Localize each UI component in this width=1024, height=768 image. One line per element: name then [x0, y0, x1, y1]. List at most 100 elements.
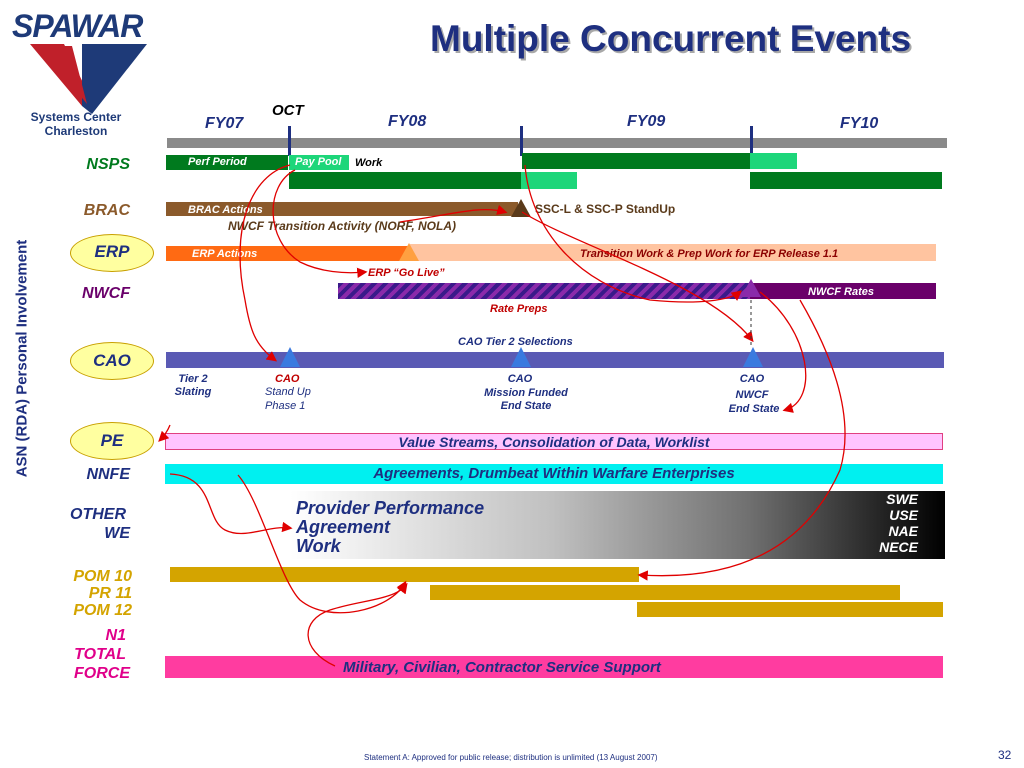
- brac-standup-triangle-icon: [511, 199, 531, 217]
- ppa-label-2: Agreement: [296, 517, 391, 537]
- row-label-pe: PE: [100, 431, 124, 450]
- nsps-perf-period-bar: [166, 155, 288, 170]
- nwcf-rates-triangle-icon: [741, 279, 761, 297]
- tick-oct-fy09: [520, 126, 523, 156]
- cao-mission-label-2: Mission Funded: [484, 387, 568, 399]
- row-label-nwcf: NWCF: [82, 285, 130, 302]
- erp-actions-bar: [166, 246, 410, 261]
- arrow-cao-to-pom10: [637, 299, 846, 581]
- row-label-other: OTHER: [70, 506, 126, 523]
- cao-tier2-selections-label: CAO Tier 2 Selections: [458, 336, 573, 348]
- swe-label: SWE: [886, 491, 918, 507]
- fy08-label: FY08: [388, 113, 427, 130]
- tier2-slating-label-2: Slating: [174, 386, 212, 398]
- nwcf-rate-preps-bar: [338, 283, 750, 299]
- nae-label: NAE: [888, 523, 918, 539]
- logo-wordmark: SPAWAR: [12, 8, 143, 44]
- spawar-chevron-icon: [30, 44, 147, 114]
- agreements-bar: [165, 464, 943, 484]
- arrow-nsps-to-nwcf-rates: [524, 164, 743, 303]
- row-label-nsps: NSPS: [86, 156, 130, 173]
- nwcf-transition-label: NWCF Transition Activity (NORF, NOLA): [228, 219, 456, 233]
- row-label-n1: N1: [105, 627, 126, 644]
- arrow-nwcf-rates-to-cao: [759, 291, 807, 413]
- mcs-support-bar: [165, 656, 943, 678]
- use-label: USE: [889, 507, 918, 523]
- pr11-bar: [430, 585, 900, 600]
- pay-pool-label: Pay Pool: [295, 156, 342, 168]
- nwcf-rates-label: NWCF Rates: [808, 286, 875, 298]
- arrow-nsps-to-go-live: [272, 169, 368, 278]
- page-number: 32: [998, 748, 1012, 762]
- nsps-row2-bar-a: [289, 172, 521, 189]
- tick-oct-fy08: [288, 126, 291, 156]
- logo-sub2: Charleston: [44, 124, 108, 138]
- rate-preps-label: Rate Preps: [490, 303, 548, 315]
- cao-nwcf-triangle-icon: [743, 347, 763, 367]
- spawar-logo: SPAWAR Systems Center Charleston: [12, 6, 162, 138]
- tick-oct-fy10: [750, 126, 753, 156]
- arrow-nwcf-transition-to-brac: [399, 204, 508, 223]
- nsps-row2-bar-c: [750, 172, 942, 189]
- pom12-bar: [637, 602, 943, 617]
- nsps-fy09-bar: [522, 153, 750, 169]
- nsps-pay-pool-bar: [289, 155, 349, 170]
- row-label-brac: BRAC: [83, 202, 130, 219]
- arrow-pe-to-value-streams: [158, 424, 171, 442]
- brac-actions-bar: [166, 202, 518, 216]
- row-label-nnfe: NNFE: [86, 466, 130, 483]
- timeline-bar: [167, 138, 947, 148]
- arrow-nsps-to-cao-standup: [239, 164, 291, 362]
- fy10-label: FY10: [840, 115, 879, 132]
- mcs-support-label: Military, Civilian, Contractor Service S…: [343, 659, 661, 676]
- erp-highlight-oval: [70, 234, 154, 272]
- arrow-force-to-pr11: [307, 582, 408, 667]
- tier2-slating-label-1: Tier 2: [178, 373, 208, 385]
- oct-label: OCT: [272, 102, 304, 119]
- erp-actions-label: ERP Actions: [192, 248, 258, 260]
- row-label-cao: CAO: [93, 351, 131, 370]
- brac-actions-label: BRAC Actions: [188, 204, 263, 216]
- nsps-row2-bar-b: [521, 172, 577, 189]
- cao-highlight-oval: [70, 342, 154, 380]
- row-label-pom10: POM 10: [73, 568, 132, 585]
- cao-nwcf-label-3: End State: [728, 403, 780, 415]
- row-label-we: WE: [104, 525, 130, 542]
- nsps-fy10-payout-bar: [750, 153, 797, 169]
- row-label-force: FORCE: [74, 665, 130, 682]
- row-label-pom12: POM 12: [73, 602, 132, 619]
- value-streams-label: Value Streams, Consolidation of Data, Wo…: [398, 434, 710, 450]
- row-label-erp: ERP: [94, 242, 130, 261]
- erp-go-live-label: ERP “Go Live”: [368, 267, 445, 279]
- perf-period-label: Perf Period: [188, 156, 247, 168]
- cao-nwcf-label-2: NWCF: [735, 389, 769, 401]
- work-label: Work: [355, 157, 383, 169]
- cao-mission-triangle-icon: [511, 347, 531, 367]
- nwcf-rates-bar: [750, 283, 936, 299]
- ppa-gradient-bar: [290, 491, 945, 559]
- pe-highlight-oval: [70, 422, 154, 460]
- cao-mission-label-3: End State: [500, 400, 552, 412]
- nece-label: NECE: [879, 539, 918, 555]
- cao-mission-label-1: CAO: [507, 373, 533, 385]
- cao-standup-triangle-icon: [280, 347, 300, 367]
- footer-statement: Statement A: Approved for public release…: [364, 753, 658, 762]
- row-label-pr11: PR 11: [88, 585, 132, 602]
- arrow-ppa-to-pom: [237, 474, 407, 614]
- ppa-label-3: Work: [296, 536, 341, 556]
- agreements-label: Agreements, Drumbeat Within Warfare Ente…: [373, 465, 735, 482]
- fy09-label: FY09: [627, 113, 666, 130]
- erp-transition-bar: [410, 244, 936, 261]
- cao-standup-label-1: CAO: [275, 373, 300, 385]
- cao-standup-label-2: Stand Up: [265, 386, 311, 398]
- arrow-nnfe-to-ppa: [169, 473, 293, 535]
- erp-go-live-triangle-icon: [399, 243, 419, 261]
- fy07-label: FY07: [205, 115, 244, 132]
- row-label-total: TOTAL: [74, 646, 126, 663]
- ssc-standup-label: SSC-L & SSC-P StandUp: [535, 202, 676, 216]
- cao-standup-label-3: Phase 1: [265, 400, 306, 412]
- ppa-label-1: Provider Performance: [296, 498, 485, 518]
- logo-sub1: Systems Center: [30, 110, 122, 124]
- erp-transition-label: Transition Work & Prep Work for ERP Rele…: [580, 248, 839, 260]
